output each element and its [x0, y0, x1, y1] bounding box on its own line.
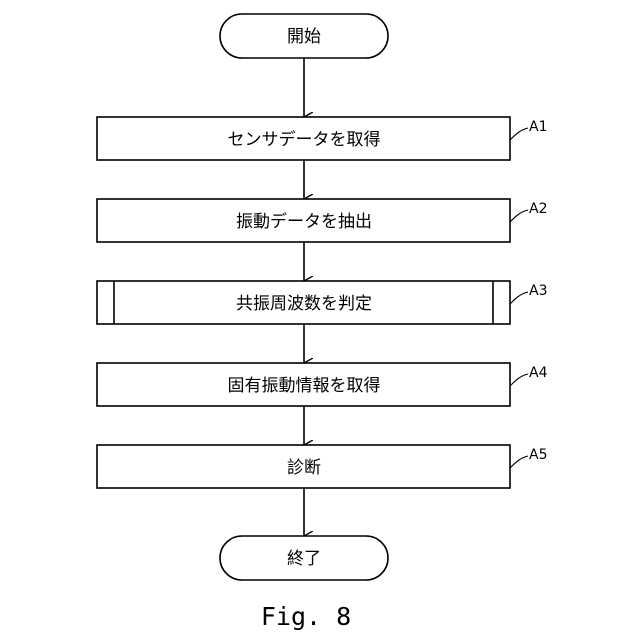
figure-caption: Fig. 8	[261, 602, 351, 631]
step-a1-leader	[510, 128, 528, 140]
step-a2-leader	[510, 210, 528, 222]
start-label: 開始	[287, 27, 321, 47]
step-a3: 共振周波数を判定 A3	[97, 281, 547, 324]
step-a3-label: 共振周波数を判定	[236, 294, 372, 314]
step-a3-ref: A3	[529, 283, 547, 299]
step-a4-ref: A4	[529, 365, 548, 381]
step-a4: 固有振動情報を取得 A4	[97, 363, 548, 406]
step-a2-label: 振動データを抽出	[236, 211, 372, 232]
step-a4-leader	[510, 374, 528, 386]
step-a2: 振動データを抽出 A2	[97, 199, 547, 242]
step-a2-ref: A2	[529, 201, 547, 217]
step-a1-label: センサデータを取得	[228, 129, 381, 150]
step-a1: センサデータを取得 A1	[97, 117, 547, 160]
step-a5-ref: A5	[529, 447, 547, 463]
step-a3-leader	[510, 292, 528, 304]
step-a5-label: 診断	[287, 458, 321, 478]
step-a1-ref: A1	[529, 119, 547, 135]
step-a5: 診断 A5	[97, 445, 547, 488]
end-label: 終了	[287, 549, 321, 569]
step-a4-label: 固有振動情報を取得	[228, 376, 381, 396]
step-a5-leader	[510, 456, 528, 468]
end-terminal: 終了	[220, 536, 388, 580]
start-terminal: 開始	[220, 14, 388, 58]
